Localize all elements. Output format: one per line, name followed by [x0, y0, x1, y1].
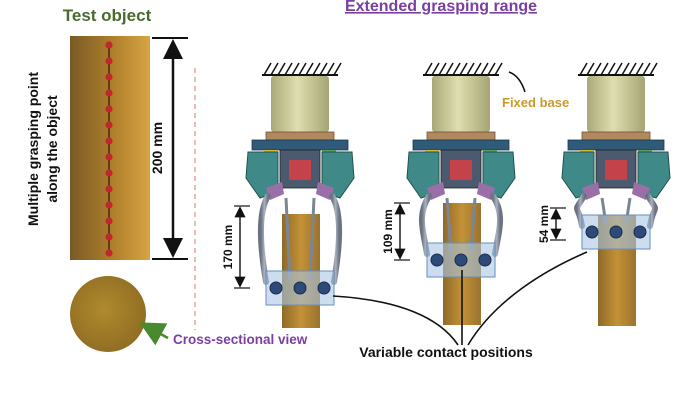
contact-label: Variable contact positions: [359, 344, 533, 360]
finger-right: [329, 193, 343, 285]
ceiling-hatch: [263, 62, 342, 76]
fixed-base-leader: [508, 71, 526, 93]
ceiling-hatch: [424, 62, 503, 76]
contact-pad: [633, 225, 647, 239]
side-label-line1: Multiple grasping point: [25, 72, 41, 226]
test-object-rod: [70, 36, 150, 260]
grasp-point: [105, 105, 113, 113]
motor-body: [587, 76, 645, 132]
finger-left: [574, 193, 587, 229]
inner-link-right: [308, 197, 316, 281]
finger-right: [645, 193, 658, 229]
contact-pad: [478, 253, 492, 267]
grasp-point: [105, 233, 113, 241]
grasp-point: [105, 41, 113, 49]
grasp-point: [105, 89, 113, 97]
contact-pad: [293, 281, 307, 295]
contact-leader-3: [467, 251, 588, 346]
gripper-group: 170 mm 109 mm 54 mm: [221, 62, 671, 328]
finger-left: [419, 193, 432, 257]
mount-flange: [581, 131, 651, 141]
actuator-core: [605, 160, 627, 180]
mount-flange: [426, 131, 496, 141]
housing-bar: [251, 139, 349, 151]
contact-pad: [317, 281, 331, 295]
grasp-point: [105, 57, 113, 65]
extended-range-title: Extended grasping range: [345, 0, 537, 15]
grasp-point: [105, 201, 113, 209]
inner-link-left: [284, 197, 292, 281]
grasp-point: [105, 169, 113, 177]
contact-pad: [585, 225, 599, 239]
height-label: 54 mm: [537, 205, 551, 243]
contact-pad: [269, 281, 283, 295]
grasp-point: [105, 217, 113, 225]
contact-pad: [430, 253, 444, 267]
grasp-points: [105, 41, 113, 257]
grasp-point: [105, 137, 113, 145]
height-label: 109 mm: [381, 209, 395, 254]
grasp-point: [105, 153, 113, 161]
grasp-point: [105, 185, 113, 193]
cross-section-label: Cross-sectional view: [173, 332, 308, 347]
height-label: 170 mm: [221, 225, 235, 270]
side-label-line2: along the object: [44, 95, 60, 203]
test-object-title: Test object: [63, 6, 152, 25]
grasp-point: [105, 121, 113, 129]
fixed-base-label: Fixed base: [502, 95, 569, 110]
contact-leader-1: [332, 295, 459, 346]
finger-left: [257, 193, 271, 285]
motor-body: [271, 76, 329, 132]
cross-section-disc: [70, 276, 146, 352]
gripper-1: 170 mm: [221, 62, 355, 328]
actuator-core: [289, 160, 311, 180]
grasp-point: [105, 73, 113, 81]
motor-body: [432, 76, 490, 132]
gripper-3: 54 mm: [537, 62, 671, 326]
contact-pad: [454, 253, 468, 267]
cross-section-arrow: [139, 322, 169, 346]
length-label: 200 mm: [149, 122, 165, 174]
gripper-2: 109 mm: [381, 62, 516, 325]
housing-bar: [412, 139, 510, 151]
mount-flange: [265, 131, 335, 141]
actuator-core: [450, 160, 472, 180]
housing-bar: [567, 139, 665, 151]
finger-right: [490, 193, 503, 257]
ceiling-hatch: [579, 62, 658, 76]
grasp-point: [105, 249, 113, 257]
contact-pad: [609, 225, 623, 239]
